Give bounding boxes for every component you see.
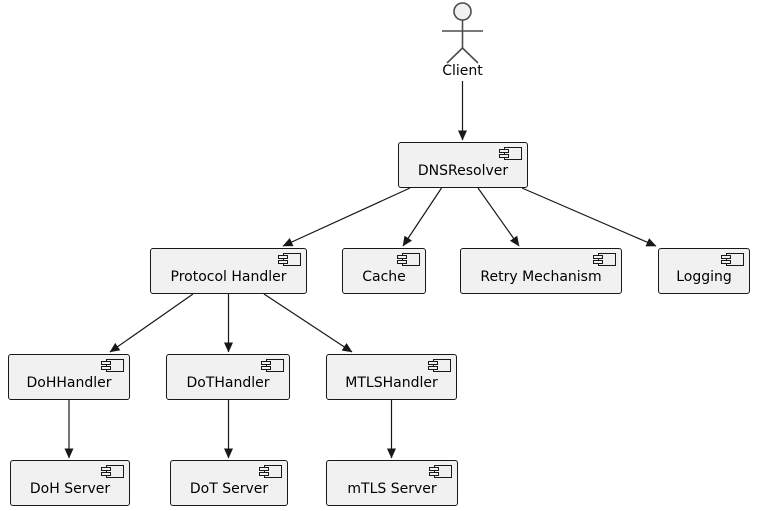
component-protocol-handler: Protocol Handler: [150, 248, 307, 294]
component-icon: [429, 465, 452, 478]
edge-dnsresolver-protocol-handler: [282, 187, 411, 247]
component-label: DoT Server: [189, 481, 269, 497]
actor-client-label: Client: [442, 63, 483, 79]
component-icon: [259, 465, 282, 478]
component-icon: [397, 253, 420, 266]
component-icon: [721, 253, 744, 266]
component-label: Logging: [676, 269, 732, 285]
component-label: DNSResolver: [417, 163, 509, 179]
component-label: Retry Mechanism: [480, 269, 602, 285]
component-cache: Cache: [342, 248, 426, 294]
component-retry-mechanism: Retry Mechanism: [460, 248, 622, 294]
component-label: DoH Server: [29, 481, 111, 497]
actor-client-figure: [442, 2, 483, 64]
component-dnsresolver: DNSResolver: [398, 142, 528, 188]
component-label: mTLS Server: [347, 481, 437, 497]
actor-left-leg: [446, 47, 464, 64]
actor-right-leg: [461, 47, 479, 64]
edge-dnsresolver-retry-mechanism: [477, 187, 520, 247]
component-label: DoHHandler: [26, 375, 112, 391]
component-icon: [101, 465, 124, 478]
component-doh-server: DoH Server: [10, 460, 130, 506]
edge-protocol-handler-mtlshandler: [263, 293, 353, 353]
component-mtls-server: mTLS Server: [326, 460, 458, 506]
component-dothandler: DoTHandler: [166, 354, 290, 400]
component-label: DoTHandler: [186, 375, 270, 391]
component-logging: Logging: [658, 248, 750, 294]
component-label: Cache: [362, 269, 406, 285]
edge-protocol-handler-dohhandler: [109, 293, 194, 353]
component-mtlshandler: MTLSHandler: [326, 354, 457, 400]
component-icon: [428, 359, 451, 372]
component-label: Protocol Handler: [170, 269, 287, 285]
component-dohhandler: DoHHandler: [8, 354, 130, 400]
actor-head: [453, 2, 472, 21]
component-icon: [499, 147, 522, 160]
edge-dnsresolver-logging: [521, 187, 657, 247]
component-icon: [593, 253, 616, 266]
component-icon: [101, 359, 124, 372]
component-icon: [278, 253, 301, 266]
component-label: MTLSHandler: [345, 375, 438, 391]
component-icon: [261, 359, 284, 372]
edge-dnsresolver-cache: [402, 187, 442, 247]
component-dot-server: DoT Server: [170, 460, 288, 506]
